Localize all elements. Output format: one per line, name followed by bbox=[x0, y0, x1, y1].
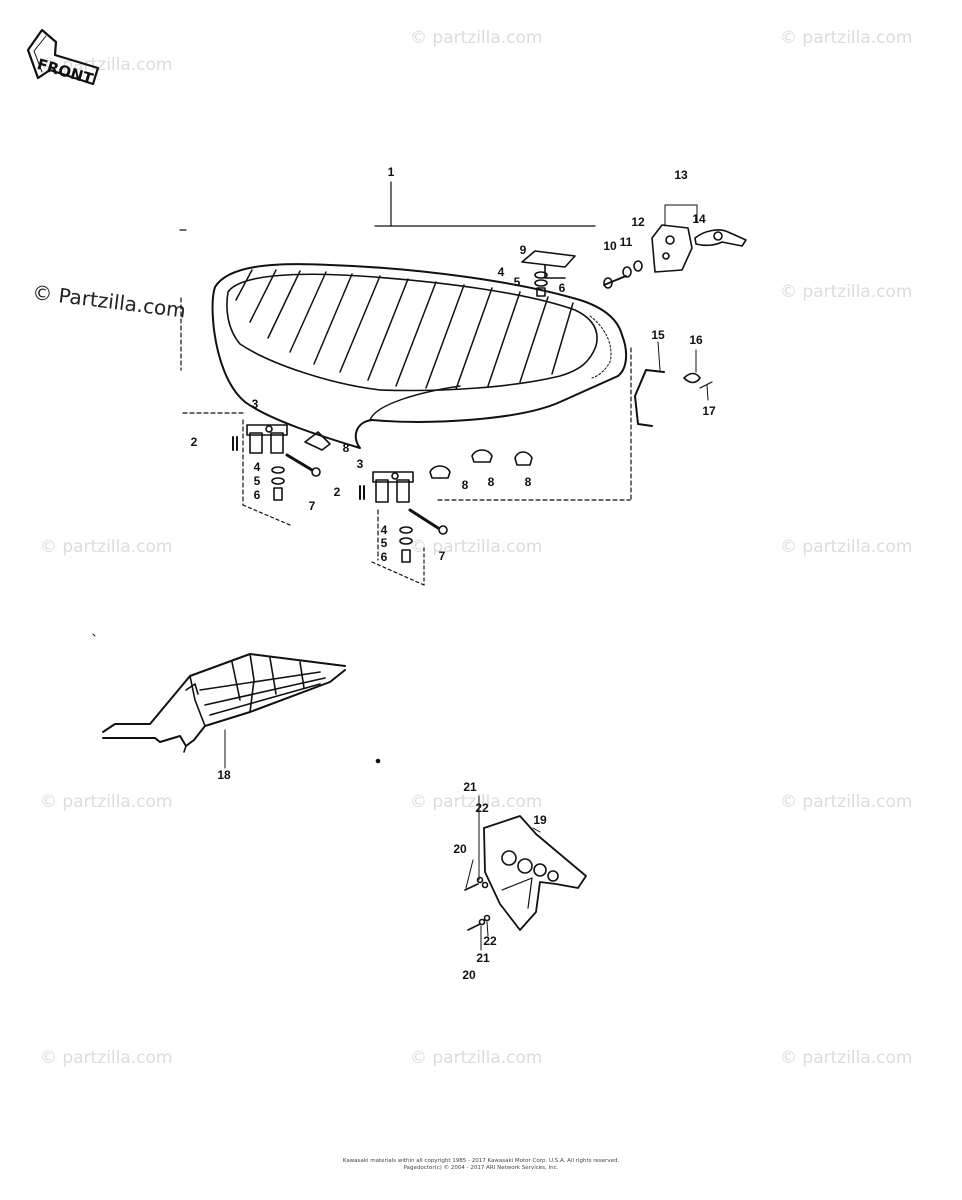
hinge-bracket-right bbox=[372, 471, 448, 535]
watermark: © partzilla.com bbox=[780, 792, 913, 812]
callout-1: 1 bbox=[387, 165, 395, 179]
watermark: © partzilla.com bbox=[780, 537, 913, 557]
callout-17: 17 bbox=[702, 404, 716, 418]
callout-6: 6 bbox=[558, 281, 566, 295]
copyright-line: Kawasaki materials within all copyright … bbox=[342, 1158, 620, 1164]
watermark: © partzilla.com bbox=[40, 537, 173, 557]
pin-parts bbox=[232, 436, 365, 500]
callout-22: 22 bbox=[475, 801, 489, 815]
callout-4: 4 bbox=[497, 265, 505, 279]
callout-8: 8 bbox=[342, 441, 350, 455]
callout-4: 4 bbox=[380, 523, 388, 537]
copyright-notice: Kawasaki materials within all copyright … bbox=[343, 1158, 619, 1172]
callout-13: 13 bbox=[674, 168, 688, 182]
callout-3: 3 bbox=[251, 397, 259, 411]
callout-8: 8 bbox=[487, 475, 495, 489]
luggage-rack bbox=[92, 633, 381, 769]
latch-bracket bbox=[521, 250, 576, 279]
watermark: © partzilla.com bbox=[410, 537, 543, 557]
callout-10: 10 bbox=[603, 239, 617, 253]
watermark: © partzilla.com bbox=[780, 28, 913, 48]
callout-2: 2 bbox=[333, 485, 341, 499]
lock-fasteners bbox=[603, 260, 643, 289]
watermark: © partzilla.com bbox=[40, 792, 173, 812]
copyright-line: Pagedoctor(c) © 2004 - 2017 ARI Network … bbox=[403, 1164, 559, 1171]
guard-plate bbox=[483, 815, 587, 931]
callout-4: 4 bbox=[253, 460, 261, 474]
watermark: © partzilla.com bbox=[780, 282, 913, 302]
callout-8: 8 bbox=[524, 475, 532, 489]
rubber-dampers bbox=[304, 431, 533, 479]
callout-19: 19 bbox=[533, 813, 547, 827]
callout-20: 20 bbox=[462, 968, 476, 982]
small-screws bbox=[464, 795, 491, 951]
leader-lines bbox=[179, 181, 632, 586]
callout-14: 14 bbox=[692, 212, 706, 226]
callout-21: 21 bbox=[476, 951, 490, 965]
callout-9: 9 bbox=[519, 243, 527, 257]
callout-6: 6 bbox=[380, 550, 388, 564]
callout-20: 20 bbox=[453, 842, 467, 856]
callout-12: 12 bbox=[631, 215, 645, 229]
watermark: © partzilla.com bbox=[410, 1048, 543, 1068]
fastener-stacks bbox=[271, 271, 548, 563]
callout-21: 21 bbox=[463, 780, 477, 794]
callout-16: 16 bbox=[689, 333, 703, 347]
callout-5: 5 bbox=[380, 536, 388, 550]
callout-22: 22 bbox=[483, 934, 497, 948]
callout-11: 11 bbox=[619, 235, 633, 249]
watermark: © partzilla.com bbox=[40, 1048, 173, 1068]
hinge-bracket-left bbox=[246, 424, 321, 477]
callout-7: 7 bbox=[308, 499, 316, 513]
watermark: © partzilla.com bbox=[410, 28, 543, 48]
callout-2: 2 bbox=[190, 435, 198, 449]
front-arrow-icon bbox=[26, 28, 100, 86]
callout-6: 6 bbox=[253, 488, 261, 502]
latch-rod bbox=[634, 341, 713, 427]
watermark: © partzilla.com bbox=[780, 1048, 913, 1068]
seat bbox=[211, 263, 628, 449]
callout-15: 15 bbox=[651, 328, 665, 342]
callout-5: 5 bbox=[513, 275, 521, 289]
callout-7: 7 bbox=[438, 549, 446, 563]
callout-3: 3 bbox=[356, 457, 364, 471]
callout-18: 18 bbox=[217, 768, 231, 782]
callout-5: 5 bbox=[253, 474, 261, 488]
watermark: © partzilla.com bbox=[410, 792, 543, 812]
seat-lock bbox=[651, 204, 747, 273]
callout-8: 8 bbox=[461, 478, 469, 492]
